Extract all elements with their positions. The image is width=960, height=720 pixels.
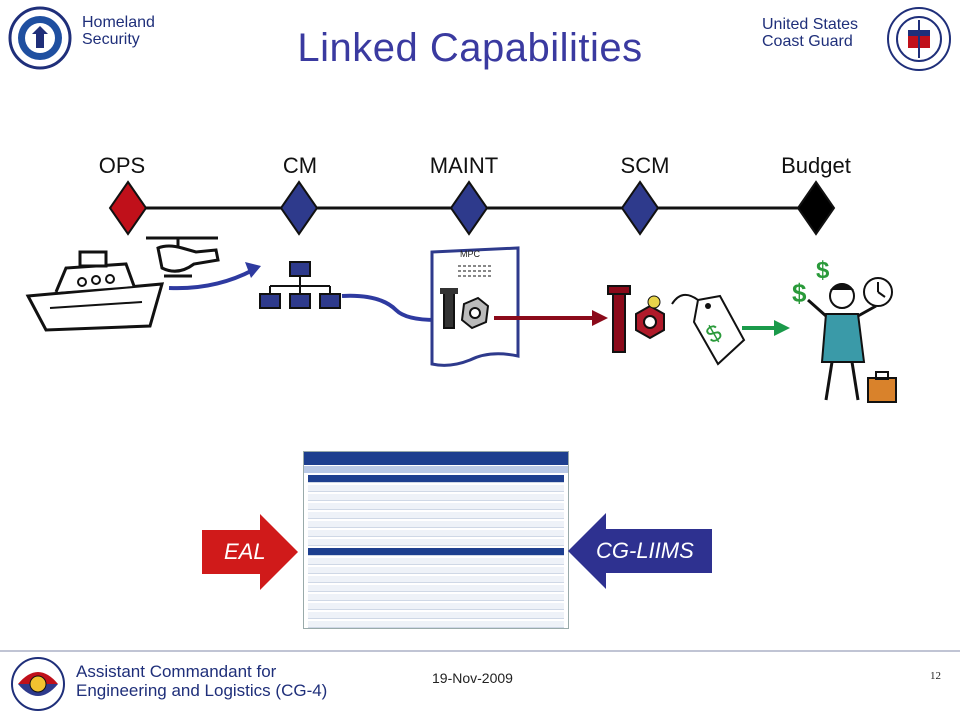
screenshot-table-header — [308, 548, 564, 556]
screenshot-row — [308, 558, 564, 565]
eal-arrow-shape — [202, 514, 298, 590]
screenshot-row — [308, 576, 564, 583]
footer-date: 19-Nov-2009 — [432, 670, 513, 686]
page-title: Linked Capabilities — [297, 26, 643, 70]
screenshot-row — [308, 503, 564, 510]
screenshot-row — [308, 485, 564, 492]
bolt-and-nut-icon — [607, 285, 665, 353]
screenshot-row — [308, 530, 564, 537]
scm-to-budget-arrow — [742, 320, 790, 336]
screenshot-row — [308, 585, 564, 592]
cg-liims-arrow: CG-LIIMS — [566, 511, 714, 591]
maintenance-procedure-document: MPC — [430, 246, 522, 370]
screenshot-row — [308, 567, 564, 574]
screenshot-row — [308, 612, 564, 619]
footer-org-line1: Assistant Commandant for — [76, 662, 277, 681]
ops-diamond — [108, 180, 148, 236]
ops-to-cm-arrow — [168, 262, 261, 291]
screenshot-row — [308, 494, 564, 501]
footer-divider — [0, 650, 960, 652]
footer-org: Assistant Commandant for Engineering and… — [76, 662, 327, 700]
stage-label-maint: MAINT — [429, 153, 499, 178]
cg-liims-arrow-label: CG-LIIMS — [596, 538, 694, 563]
eal-arrow-label: EAL — [224, 539, 266, 564]
stage-label-scm: SCM — [620, 153, 670, 178]
cg4-emblem-logo — [11, 657, 65, 711]
header-org-right-line1: United States — [762, 16, 859, 33]
header-org-left: Homeland Security — [82, 14, 155, 48]
helicopter-icon — [146, 236, 220, 278]
org-chart-icon — [259, 261, 341, 309]
header-org-right-line2: Coast Guard — [762, 33, 853, 50]
stage-label-cm: CM — [282, 153, 318, 178]
screenshot-menu-bar — [304, 466, 568, 473]
dhs-seal-logo — [8, 6, 72, 70]
screenshot-table-header — [308, 475, 564, 483]
cm-diamond — [279, 180, 319, 236]
screenshot-row — [308, 512, 564, 519]
stage-label-ops: OPS — [98, 153, 146, 178]
header-org-right: United States Coast Guard — [762, 16, 858, 50]
eal-arrow: EAL — [200, 512, 300, 592]
screenshot-row — [308, 521, 564, 528]
page-number: 12 — [930, 670, 941, 682]
footer-org-line2: Engineering and Logistics (CG-4) — [76, 681, 328, 700]
budget-person-icon: $ $ — [792, 257, 897, 403]
screenshot-row — [308, 539, 564, 546]
price-tag-icon: $ — [671, 293, 746, 366]
screenshot-row — [308, 594, 564, 601]
cg-liims-arrow-shape — [568, 513, 712, 589]
screenshot-row — [308, 621, 564, 628]
screenshot-title-bar — [304, 452, 568, 465]
cm-to-maint-arrow — [341, 293, 437, 322]
logbook-application-screenshot — [303, 451, 569, 629]
svg-text:$: $ — [816, 257, 830, 284]
document-icon — [430, 246, 520, 367]
budget-diamond — [796, 180, 836, 236]
header-org-left-line1: Homeland — [82, 14, 155, 31]
header-org-left-line2: Security — [82, 31, 140, 48]
maint-diamond — [449, 180, 489, 236]
stage-label-budget: Budget — [781, 153, 851, 178]
document-label: MPC — [460, 249, 480, 259]
maint-to-scm-arrow — [494, 310, 608, 326]
cutter-ship-icon — [25, 250, 165, 332]
scm-diamond — [620, 180, 660, 236]
capability-timeline — [108, 180, 836, 236]
screenshot-row — [308, 603, 564, 610]
svg-text:$: $ — [792, 278, 807, 308]
coast-guard-seal-logo — [887, 7, 951, 71]
